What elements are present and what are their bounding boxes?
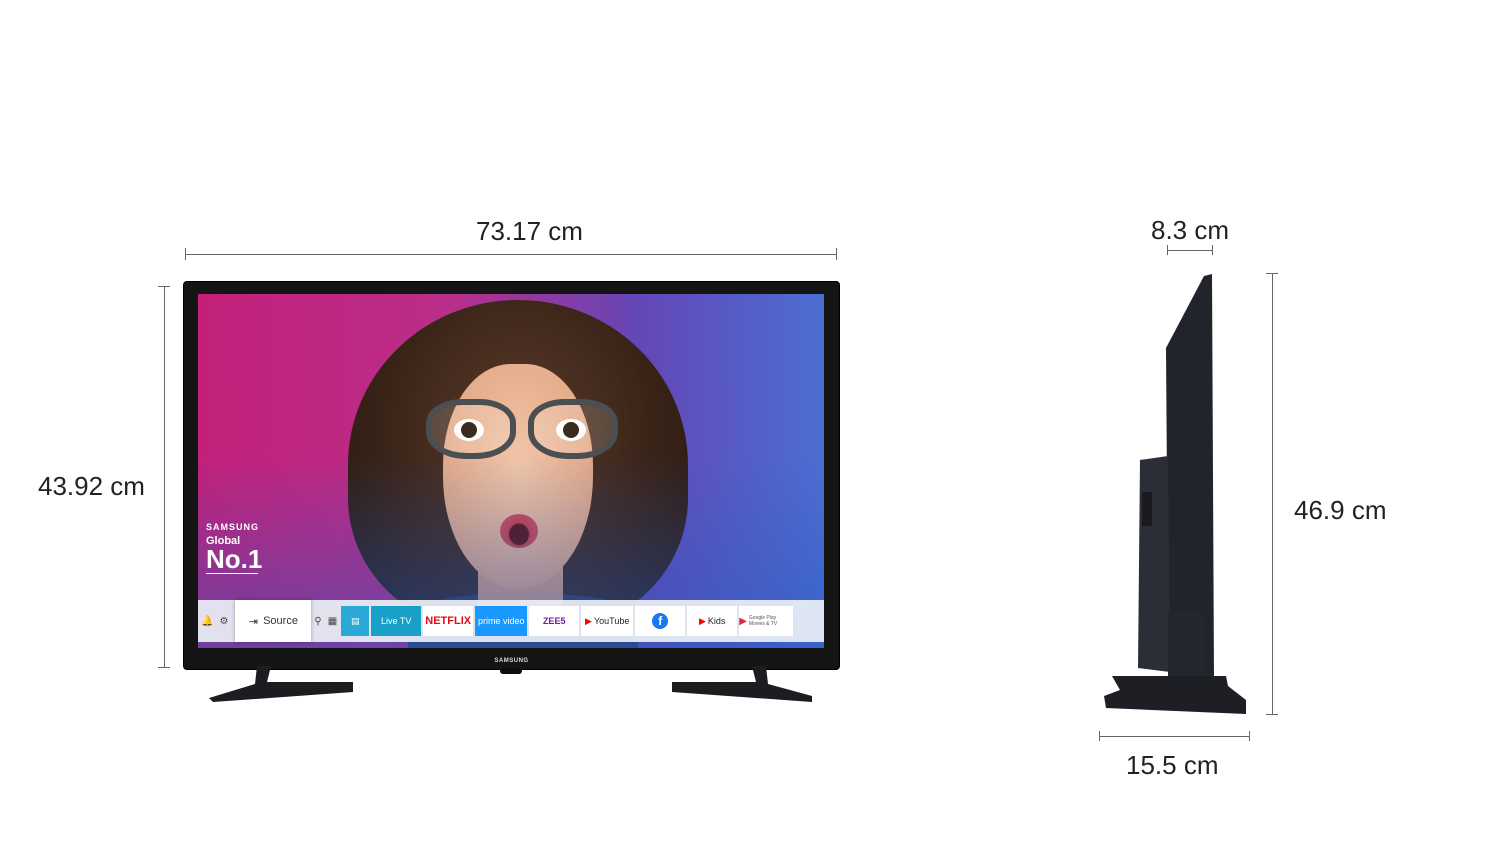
livetv-app[interactable]: Live TV	[371, 606, 422, 636]
side-neck	[1168, 612, 1204, 680]
width-label: 73.17 cm	[476, 216, 583, 246]
youtube-icon: ▶	[585, 615, 592, 626]
tv-side-view	[1104, 274, 1246, 714]
facebook-icon: f	[652, 613, 669, 629]
depth-top-tick-right	[1212, 245, 1213, 255]
height-stand-tick-top	[1266, 273, 1278, 274]
depth-stand-line	[1099, 736, 1249, 737]
depth-stand-tick-right	[1249, 731, 1250, 741]
screen-gradient	[198, 294, 824, 648]
height-label: 43.92 cm	[38, 471, 145, 501]
promo-no1: No.1	[206, 544, 263, 574]
stand-right	[672, 666, 812, 702]
zee5-label: ZEE5	[542, 616, 566, 626]
bezel-sensor	[500, 668, 522, 674]
source-icon: ⇥	[248, 615, 259, 628]
youtube-app[interactable]: ▶ YouTube	[581, 606, 634, 636]
side-port	[1142, 492, 1152, 526]
livetv-label: Live TV	[381, 616, 412, 626]
prime-video-app[interactable]: prime video	[475, 606, 528, 636]
guide-app[interactable]: ▤	[341, 606, 370, 636]
front-stand	[209, 666, 812, 702]
kids-app[interactable]: ▶ Kids	[687, 606, 738, 636]
depth-stand-label: 15.5 cm	[1126, 750, 1219, 780]
prime-label: prime video	[477, 616, 525, 626]
promo-badge: SAMSUNG Global No.1	[206, 522, 262, 575]
depth-stand-tick-left	[1099, 731, 1100, 741]
facebook-app[interactable]: f	[635, 606, 686, 636]
promo-global: Global	[206, 535, 241, 547]
netflix-app[interactable]: NETFLIX	[423, 606, 474, 636]
height-line	[164, 286, 165, 668]
depth-top-line	[1167, 250, 1212, 251]
promo-note-line	[206, 573, 258, 575]
google-play-label: Google Play Movies & TV	[748, 615, 778, 627]
height-stand-tick-bottom	[1266, 714, 1278, 715]
google-play-app[interactable]: ▶ Google Play Movies & TV	[739, 606, 794, 636]
bell-icon[interactable]: 🔔	[201, 615, 214, 627]
smart-hub-bar: 🔔 ⚙ ⇥ Source ⚲ ▦ ▤ Live TV NETFLIX prime…	[198, 600, 824, 642]
google-play-icon: ▶	[739, 615, 747, 627]
width-tick-right	[836, 248, 837, 260]
source-label: Source	[263, 615, 298, 627]
netflix-label: NETFLIX	[425, 615, 472, 627]
kids-label: Kids	[707, 616, 726, 626]
height-tick-bottom	[158, 667, 170, 668]
depth-top-label: 8.3 cm	[1151, 215, 1230, 245]
stand-left	[209, 666, 353, 702]
search-icon[interactable]: ⚲	[314, 615, 322, 627]
depth-top-tick-left	[1167, 245, 1168, 255]
zee5-app[interactable]: ZEE5	[529, 606, 580, 636]
tv-screen: SAMSUNG Global No.1 🔔 ⚙ ⇥ Source ⚲ ▦ ▤ L…	[198, 294, 824, 648]
bezel-logo: SAMSUNG	[494, 658, 529, 664]
promo-brand: SAMSUNG	[206, 522, 260, 532]
youtube-label: YouTube	[593, 616, 630, 626]
apps-grid-icon[interactable]: ▦	[327, 615, 338, 627]
source-button[interactable]: ⇥ Source	[235, 600, 312, 642]
width-tick-left	[185, 248, 186, 260]
side-stand-base	[1104, 676, 1246, 714]
height-tick-top	[158, 286, 170, 287]
height-stand-label: 46.9 cm	[1294, 495, 1387, 525]
width-line	[186, 254, 836, 255]
height-stand-line	[1272, 273, 1273, 715]
kids-icon: ▶	[698, 615, 706, 626]
side-panel	[1166, 274, 1214, 680]
tv-front: SAMSUNG Global No.1 🔔 ⚙ ⇥ Source ⚲ ▦ ▤ L…	[184, 282, 839, 674]
gear-icon[interactable]: ⚙	[219, 615, 229, 627]
side-back-housing	[1138, 456, 1170, 672]
